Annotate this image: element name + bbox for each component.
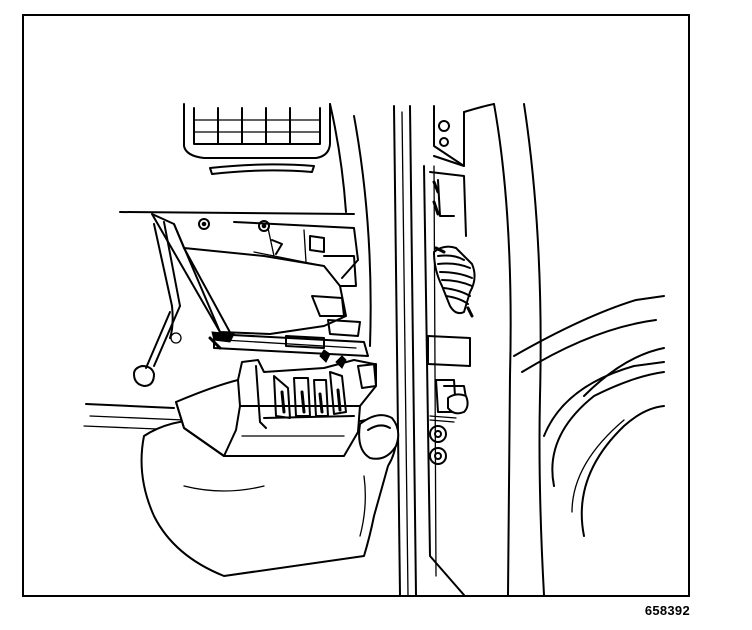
fuse-block (175, 349, 377, 457)
dashboard-panel (119, 103, 372, 347)
door-pillar (393, 103, 545, 595)
service-illustration (83, 103, 665, 595)
harness-grommet (433, 245, 476, 318)
technician-hand (140, 414, 400, 577)
support-rod (133, 221, 182, 387)
door-hinge (427, 171, 471, 465)
door-trim-curves (513, 295, 665, 537)
air-vent (183, 103, 331, 175)
figure-number: 658392 (644, 603, 690, 618)
fuse-block-bracket (151, 213, 369, 357)
illustration-frame (22, 14, 690, 597)
